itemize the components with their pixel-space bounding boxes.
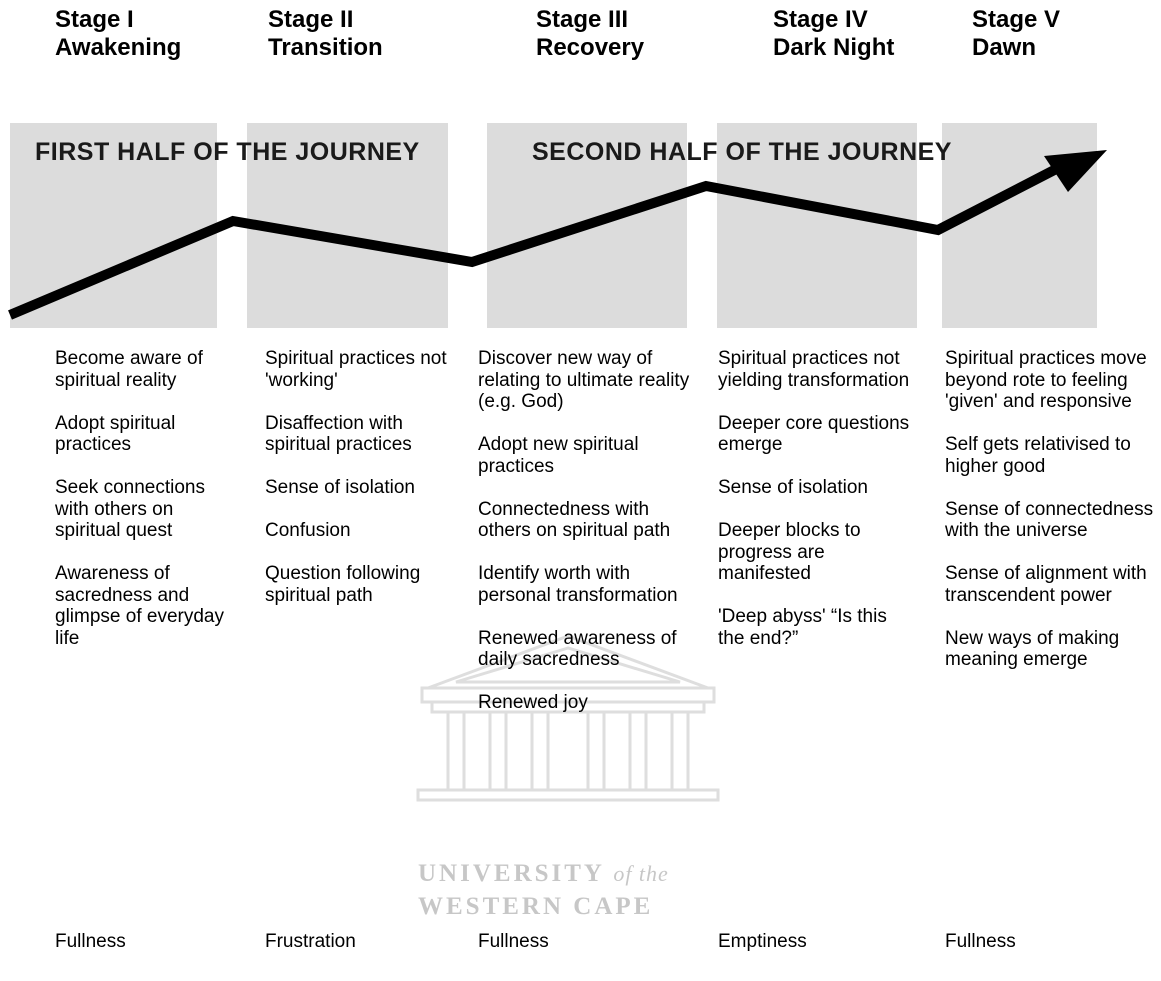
stage-band-1 <box>10 123 217 328</box>
description-item: Question following spiritual path <box>265 563 421 606</box>
stage-heading-2: Stage II Transition <box>268 6 383 62</box>
description-item: Renewed awareness of daily sacredness <box>478 627 677 671</box>
stage-name: Dawn <box>972 34 1037 61</box>
description-item: Discover new way of relating to ultimate… <box>478 348 690 412</box>
description-item: Renewed joy <box>478 692 588 713</box>
stage-outcome-5: Fullness <box>945 931 1016 952</box>
description-item: Adopt new spiritual practices <box>478 434 639 477</box>
stage-heading-4: Stage IV Dark Night <box>773 6 894 62</box>
watermark-university: UNIVERSITY <box>418 860 605 887</box>
stage-outcome-3: Fullness <box>478 931 549 952</box>
description-item: Disaffection with spiritual practices <box>265 412 412 456</box>
second-half-label: SECOND HALF OF THE JOURNEY <box>532 138 952 166</box>
description-item: Adopt spiritual practices <box>55 412 176 456</box>
stage-heading-3: Stage III Recovery <box>536 6 644 62</box>
stage-number: Stage V <box>972 6 1061 33</box>
stage-description-4: Spiritual practices not yielding transfo… <box>718 348 918 671</box>
journey-path <box>8 161 1065 320</box>
stage-number: Stage II <box>268 6 354 33</box>
description-item: New ways of making meaning emerge <box>945 627 1120 671</box>
description-item: Spiritual practices not yielding transfo… <box>718 348 910 391</box>
watermark-of-the: of the <box>613 861 669 886</box>
description-item: Self gets relativised to higher good <box>945 434 1131 477</box>
description-item: Identify worth with personal transformat… <box>478 563 678 606</box>
description-item: Confusion <box>265 520 351 541</box>
stage-number: Stage III <box>536 6 629 33</box>
stage-description-2: Spiritual practices not 'working' Disaff… <box>265 348 450 628</box>
description-item: Awareness of sacredness and glimpse of e… <box>55 563 224 649</box>
stage-number: Stage I <box>55 6 134 33</box>
journey-arrowhead <box>1044 150 1107 192</box>
description-item: Sense of isolation <box>265 477 415 498</box>
stage-outcome-4: Emptiness <box>718 931 807 952</box>
watermark-line-1: UNIVERSITY of the <box>418 860 669 888</box>
description-item: Become aware of spiritual reality <box>55 348 203 391</box>
description-item: Sense of connectedness with the universe <box>945 498 1154 542</box>
stage-name: Recovery <box>536 34 645 61</box>
stage-name: Transition <box>268 34 383 61</box>
stage-name: Dark Night <box>773 34 895 61</box>
description-item: Sense of isolation <box>718 477 868 498</box>
description-item: Deeper core questions emerge <box>718 412 910 456</box>
description-item: Connectedness with others on spiritual p… <box>478 498 671 542</box>
watermark-line-2: WESTERN CAPE <box>418 893 654 920</box>
description-item: Deeper blocks to progress are manifested <box>718 520 861 584</box>
description-item: Spiritual practices move beyond rote to … <box>945 348 1147 412</box>
description-item: Seek connections with others on spiritua… <box>55 477 205 541</box>
description-item: 'Deep abyss' “Is this the end?” <box>718 606 887 649</box>
first-half-label: FIRST HALF OF THE JOURNEY <box>35 138 420 166</box>
stage-name: Awakening <box>55 34 182 61</box>
stage-description-5: Spiritual practices move beyond rote to … <box>945 348 1159 692</box>
stage-outcome-1: Fullness <box>55 931 126 952</box>
journey-graphic: FIRST HALF OF THE JOURNEY SECOND HALF OF… <box>8 123 1107 328</box>
stage-outcome-2: Frustration <box>265 931 356 952</box>
description-item: Spiritual practices not 'working' <box>265 348 447 391</box>
stage-description-1: Become aware of spiritual reality Adopt … <box>55 348 235 671</box>
stage-heading-5: Stage V Dawn <box>972 6 1060 62</box>
stage-number: Stage IV <box>773 6 868 33</box>
stage-heading-1: Stage I Awakening <box>55 6 181 62</box>
stage-band-4 <box>717 123 917 328</box>
stage-description-3: Discover new way of relating to ultimate… <box>478 348 696 735</box>
description-item: Sense of alignment with transcendent pow… <box>945 563 1147 606</box>
